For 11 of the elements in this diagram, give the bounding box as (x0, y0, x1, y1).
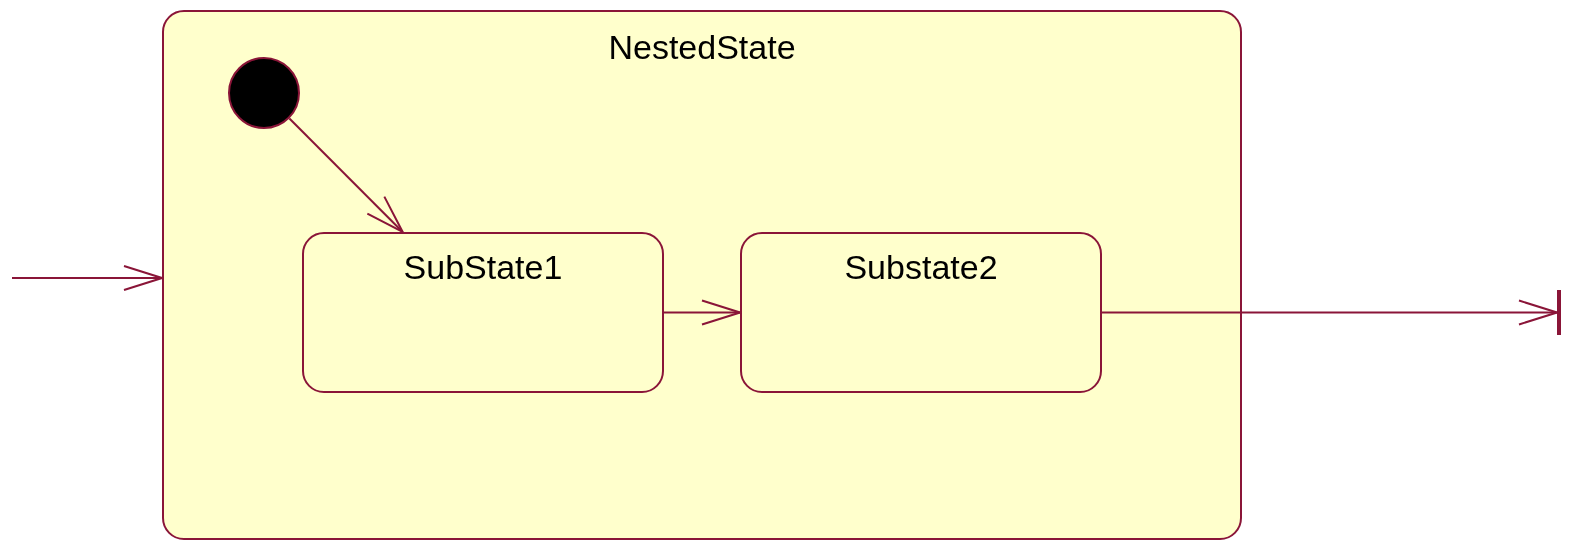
transition-arrow (11, 265, 163, 291)
transition-arrow (663, 299, 741, 326)
composite-state-box (162, 10, 1242, 540)
final-bar (1557, 290, 1561, 335)
transition-arrow (288, 117, 404, 233)
state-box (302, 232, 664, 393)
state-name: Substate2 (844, 248, 998, 287)
state-box (740, 232, 1102, 393)
state-name: NestedState (608, 28, 796, 67)
state-name: SubState1 (403, 248, 563, 287)
transition-arrow (1101, 299, 1558, 326)
